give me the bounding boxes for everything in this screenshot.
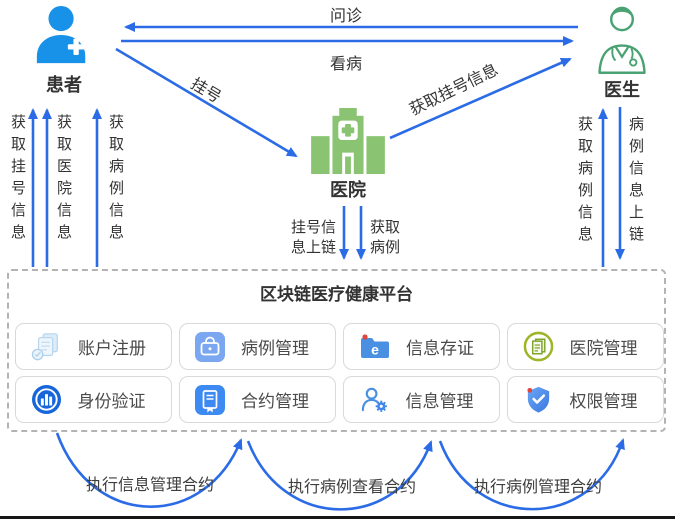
register-info-onchain-label: 挂号信息上链 bbox=[290, 219, 336, 256]
doctor-get-case-info-label: 获取病例信息 bbox=[577, 116, 593, 243]
patient-get-case-info-label: 获取病例信息 bbox=[108, 114, 124, 241]
folder-e-icon: e bbox=[359, 332, 391, 362]
execute-info-contract-arc bbox=[55, 432, 243, 508]
module-label: 信息管理 bbox=[405, 392, 474, 411]
doctor-label: 医生 bbox=[604, 80, 640, 100]
blockchain-platform-panel: 区块链医疗健康平台 账户注册 病例管理 bbox=[7, 269, 666, 432]
documents-icon bbox=[31, 332, 63, 362]
contract-document-icon bbox=[195, 384, 225, 415]
patient-get-hospital-info-label: 获取医院信息 bbox=[56, 114, 72, 241]
patient-get-register-info-label: 获取挂号信息 bbox=[10, 114, 26, 241]
hospital-icon bbox=[311, 108, 385, 174]
module-label: 身份验证 bbox=[77, 392, 146, 411]
module-card-info-storage: e 信息存证 bbox=[343, 323, 500, 370]
module-label: 权限管理 bbox=[569, 392, 638, 411]
execute-case-view-contract-arc bbox=[246, 440, 433, 511]
module-card-permission-management: 权限管理 bbox=[507, 376, 664, 423]
module-card-case-management: 病例管理 bbox=[179, 323, 336, 370]
execute-case-view-contract-label: 执行病例查看合约 bbox=[287, 479, 416, 496]
execute-case-manage-contract-label: 执行病例管理合约 bbox=[473, 479, 602, 496]
medical-bag-icon bbox=[195, 331, 225, 362]
doctor-icon bbox=[598, 6, 646, 74]
hospital-get-case-label: 获取病例 bbox=[370, 219, 401, 256]
user-gear-icon bbox=[359, 384, 390, 415]
patient-icon bbox=[36, 5, 86, 64]
platform-title: 区块链医疗健康平台 bbox=[260, 285, 413, 304]
patient-label: 患者 bbox=[46, 75, 82, 95]
module-card-account-register: 账户注册 bbox=[15, 323, 172, 370]
inquiry-label: 问诊 bbox=[329, 8, 362, 25]
bottom-border-line bbox=[0, 516, 675, 519]
hospital-label: 医院 bbox=[330, 180, 366, 200]
module-card-identity-verify: 身份验证 bbox=[15, 376, 172, 423]
module-label: 信息存证 bbox=[406, 339, 474, 358]
svg-text:e: e bbox=[371, 341, 379, 357]
module-label: 合约管理 bbox=[241, 392, 309, 411]
doctor-get-register-info-arrow bbox=[389, 57, 572, 140]
module-card-contract-management: 合约管理 bbox=[179, 376, 336, 423]
case-info-onchain-label: 病例信息上链 bbox=[628, 116, 644, 243]
register-arrow bbox=[115, 47, 298, 158]
module-label: 账户注册 bbox=[78, 339, 146, 358]
module-label: 病例管理 bbox=[241, 339, 309, 358]
bar-chart-circle-icon bbox=[31, 384, 62, 415]
module-card-info-management: 信息管理 bbox=[343, 376, 500, 423]
execute-info-contract-label: 执行信息管理合约 bbox=[85, 477, 214, 494]
module-card-hospital-management: 医院管理 bbox=[507, 323, 664, 370]
green-document-icon bbox=[523, 331, 554, 362]
shield-check-icon bbox=[523, 384, 554, 415]
execute-case-manage-contract-arc bbox=[438, 438, 625, 511]
consult-label: 看病 bbox=[329, 56, 362, 73]
module-label: 医院管理 bbox=[569, 339, 638, 358]
